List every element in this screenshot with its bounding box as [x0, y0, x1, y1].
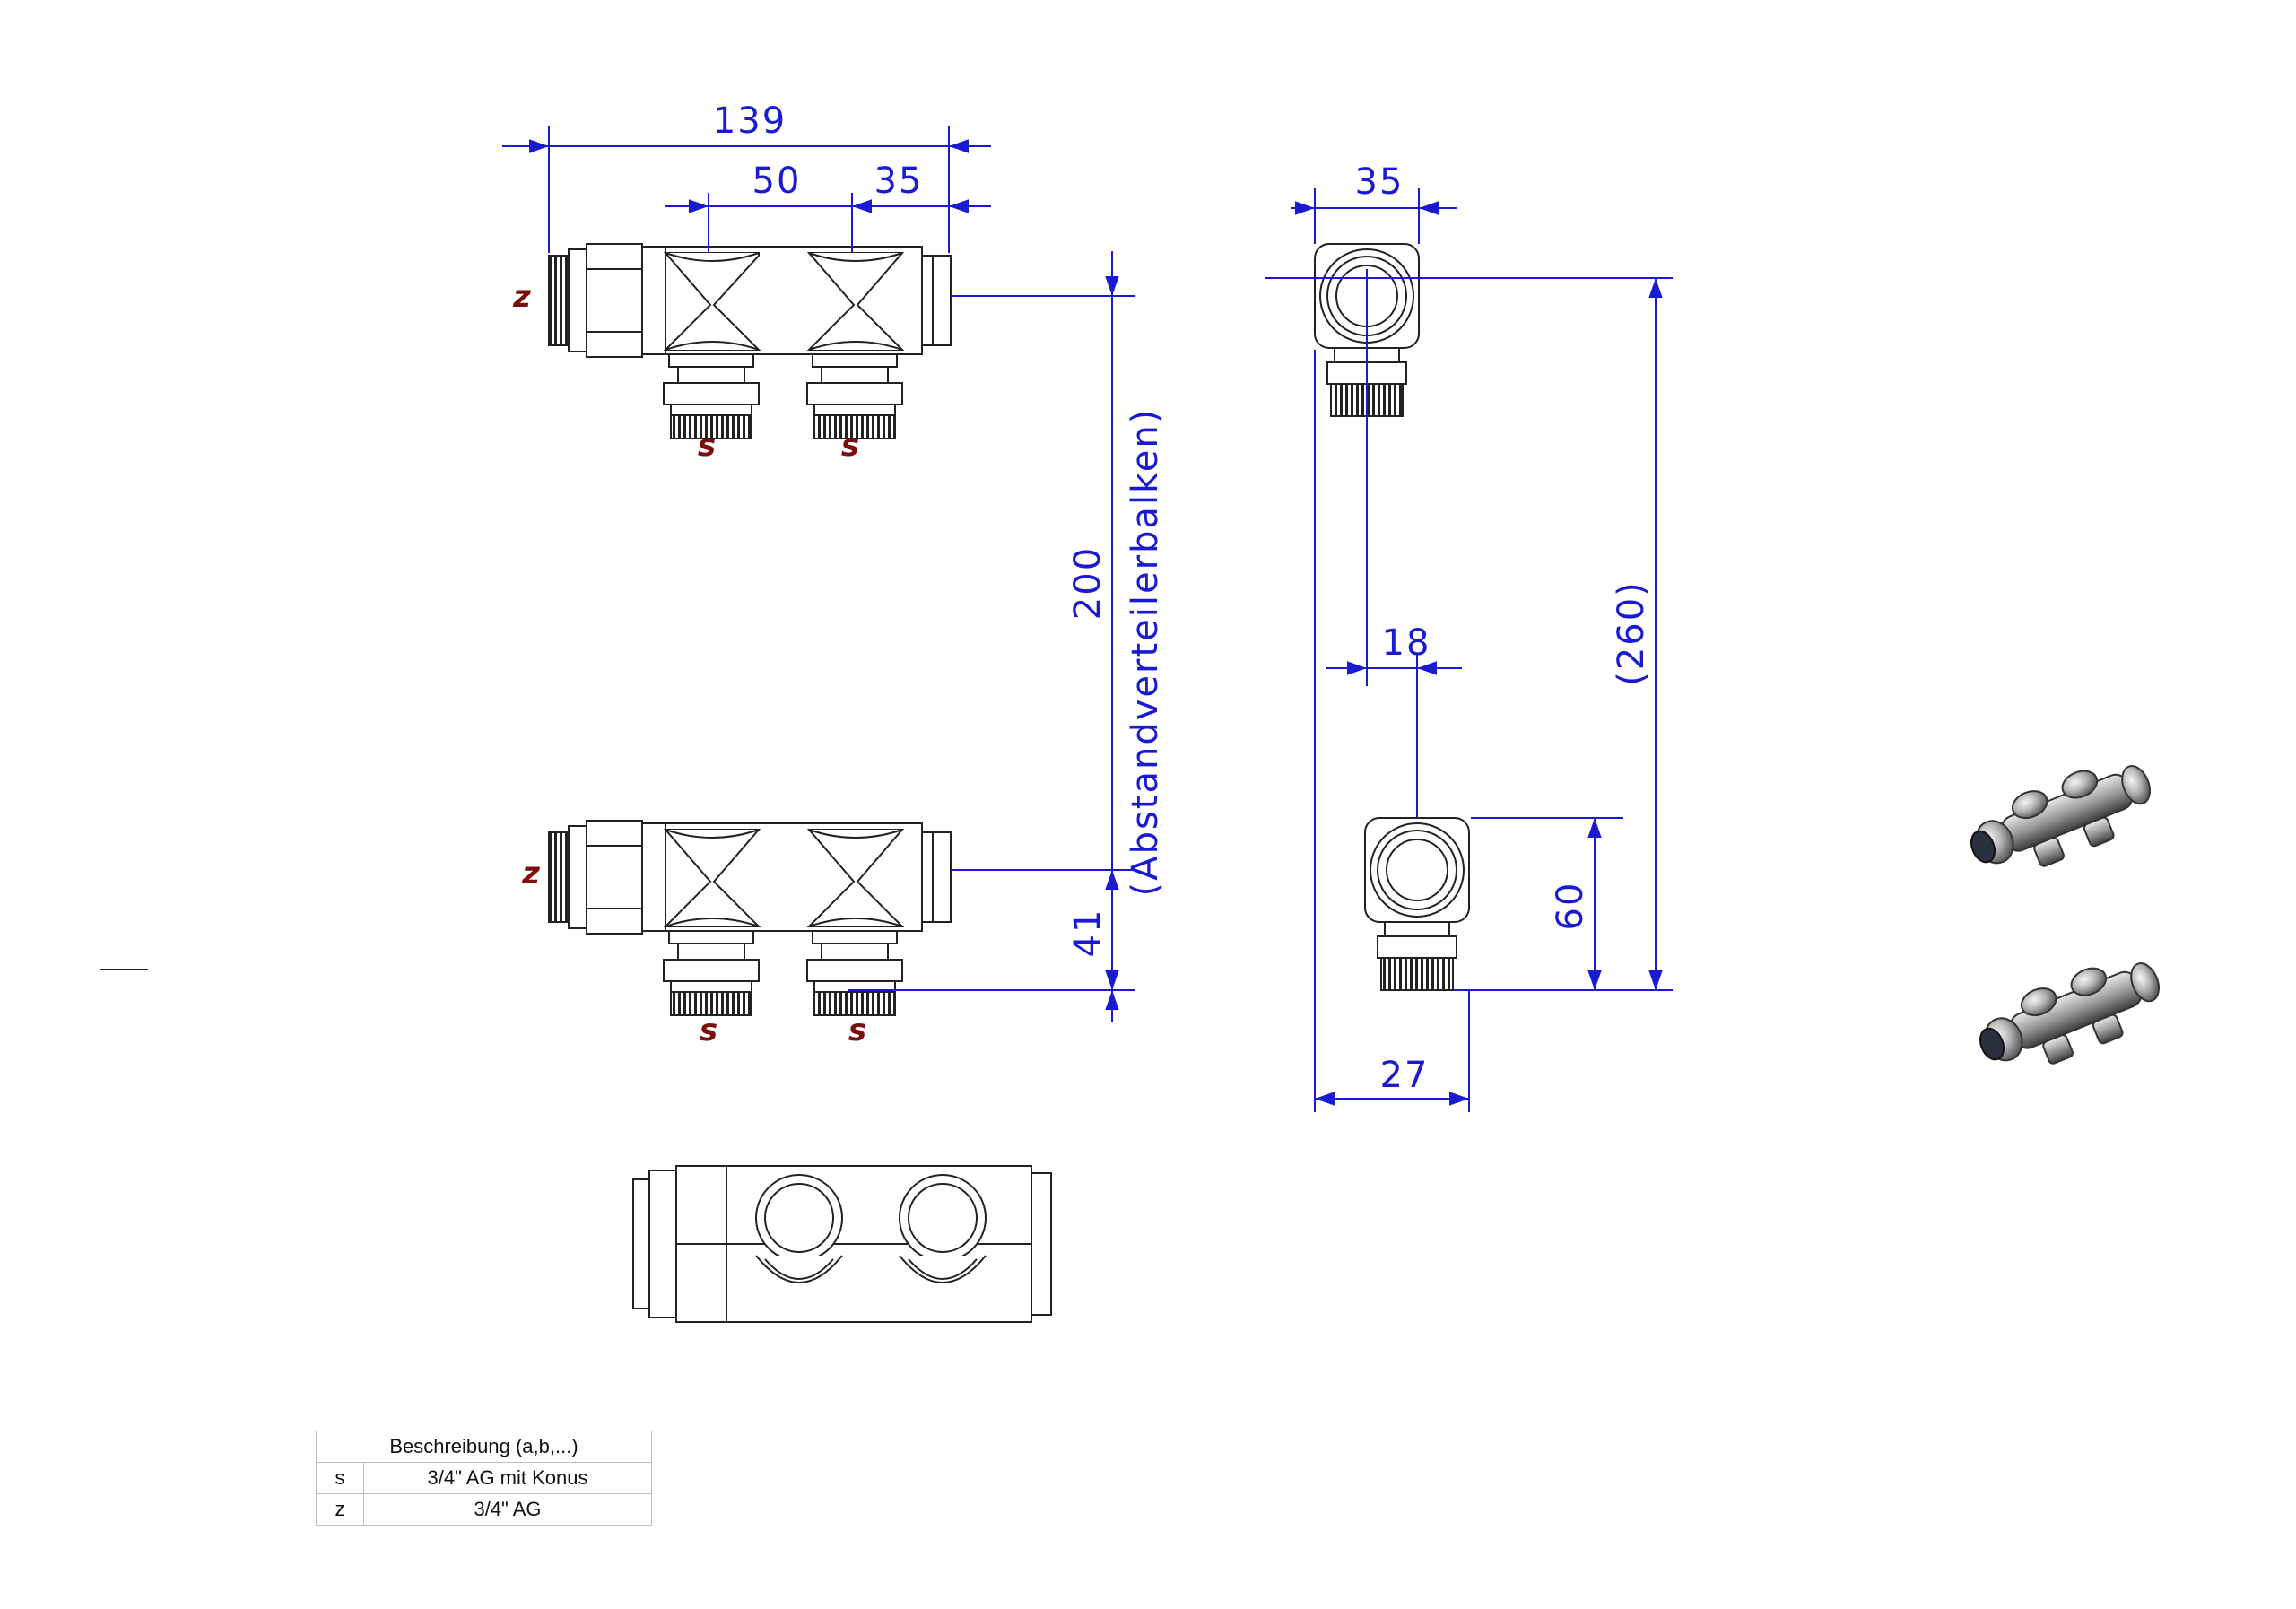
dim-center-distance-note: (Abstandverteilerbalken): [1125, 408, 1166, 897]
product-render-upper: [1970, 765, 2151, 867]
dim-side-width: 35: [1355, 161, 1405, 203]
code-s-lower-left: s: [700, 1013, 718, 1048]
front-view-upper: [548, 243, 952, 439]
dim-side-depth: 27: [1380, 1055, 1430, 1096]
legend-row: s 3/4" AG mit Konus: [316, 1462, 652, 1494]
code-z-lower: z: [521, 856, 540, 891]
dim-side-offset: 18: [1382, 622, 1431, 664]
dim-end-offset: 35: [874, 161, 924, 202]
legend-code: s: [316, 1462, 364, 1494]
legend-header: Beschreibung (a,b,...): [316, 1431, 652, 1463]
legend-description: 3/4" AG: [363, 1493, 652, 1526]
dim-outlet-height: 41: [1067, 909, 1109, 958]
code-s-lower-right: s: [848, 1013, 866, 1048]
legend-description: 3/4" AG mit Konus: [363, 1462, 652, 1494]
dim-side-lower-height: 60: [1550, 882, 1591, 931]
code-z-upper: z: [512, 279, 531, 315]
code-s-upper-left: s: [698, 428, 716, 464]
dim-center-distance: 200: [1067, 546, 1109, 620]
dim-overall-length: 139: [713, 100, 787, 142]
legend-code: z: [316, 1493, 364, 1526]
code-s-upper-right: s: [841, 428, 859, 464]
product-render-lower: [1979, 962, 2160, 1065]
dimension-lines: [502, 126, 1673, 1112]
legend-table: Beschreibung (a,b,...) s 3/4" AG mit Kon…: [316, 1431, 652, 1526]
top-view: [632, 1165, 1052, 1323]
legend-row: z 3/4" AG: [316, 1493, 652, 1526]
side-view-lower: [1364, 817, 1470, 991]
dim-port-spacing: 50: [752, 161, 802, 202]
dim-side-total-height: (260): [1611, 580, 1652, 686]
legend-header-row: Beschreibung (a,b,...): [316, 1431, 652, 1463]
front-view-lower: [548, 820, 952, 1016]
